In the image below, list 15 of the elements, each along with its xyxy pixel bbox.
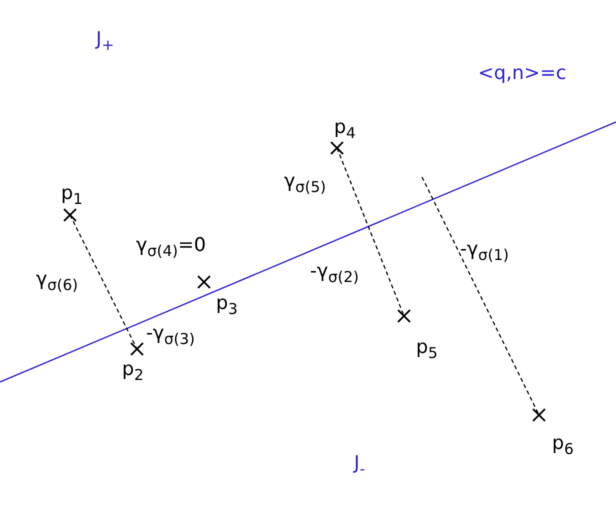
region-label: J$_{+}$ bbox=[96, 28, 114, 56]
equation-label: <q,n>=c bbox=[478, 62, 566, 84]
point-label: p$_{1}$ bbox=[61, 182, 83, 210]
distance-label: -γ$_{σ(2)}$ bbox=[310, 260, 359, 288]
distance-label: -γ$_{σ(3)}$ bbox=[146, 322, 195, 350]
distance-label: γ$_{σ(6)}$ bbox=[36, 268, 78, 296]
distance-label: γ$_{σ(5)}$ bbox=[284, 170, 326, 198]
point-label: p$_{4}$ bbox=[334, 116, 356, 144]
distance-label: -γ$_{σ(1)}$ bbox=[460, 238, 509, 266]
distance-label: γ$_{σ(4)}$=0 bbox=[136, 234, 206, 262]
point-label: p$_{5}$ bbox=[416, 336, 438, 364]
region-label: J$_{-}$ bbox=[354, 452, 366, 480]
point-label: p$_{3}$ bbox=[216, 292, 238, 320]
point-label: p$_{6}$ bbox=[552, 432, 574, 460]
point-label: p$_{2}$ bbox=[122, 358, 144, 386]
